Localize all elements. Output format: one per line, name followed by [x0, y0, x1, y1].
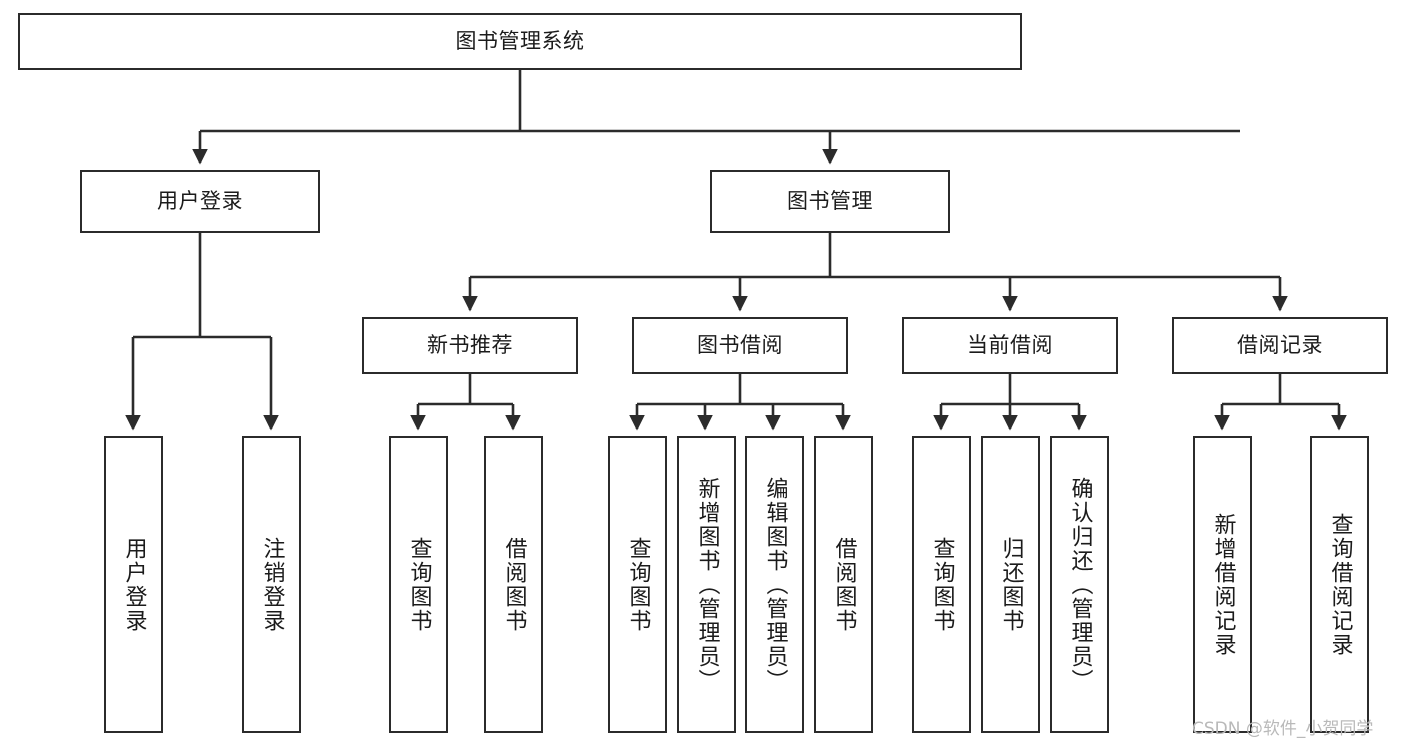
node-label: 查询图书: [929, 536, 955, 633]
node-label: 新书推荐: [427, 333, 513, 358]
node-label: 借阅记录: [1237, 333, 1323, 358]
leaf-record-add-record[interactable]: 新增借阅记录: [1193, 436, 1252, 733]
node-label: 借阅图书: [501, 536, 527, 633]
node-borrow-record[interactable]: 借阅记录: [1172, 317, 1388, 374]
leaf-record-query-record[interactable]: 查询借阅记录: [1310, 436, 1369, 733]
node-label: 图书管理系统: [455, 29, 585, 54]
node-label: 用户登录: [157, 189, 243, 214]
node-user-login[interactable]: 用户登录: [80, 170, 320, 233]
node-label: 查询图书: [625, 536, 651, 633]
node-new-book-recommend[interactable]: 新书推荐: [362, 317, 578, 374]
node-label: 图书借阅: [697, 333, 783, 358]
node-label: 当前借阅: [967, 333, 1053, 358]
leaf-current-confirm-return-admin[interactable]: 确认归还（管理员）: [1050, 436, 1109, 733]
leaf-borrow-borrow-book[interactable]: 借阅图书: [814, 436, 873, 733]
leaf-current-query-book[interactable]: 查询图书: [912, 436, 971, 733]
leaf-user-logout[interactable]: 注销登录: [242, 436, 301, 733]
node-label: 注销登录: [259, 536, 285, 633]
leaf-recommend-borrow-book[interactable]: 借阅图书: [484, 436, 543, 733]
node-label: 新增图书（管理员）: [694, 476, 720, 693]
leaf-borrow-edit-book-admin[interactable]: 编辑图书（管理员）: [745, 436, 804, 733]
csdn-watermark: CSDN @软件_小贺同学: [1192, 719, 1374, 739]
node-label: 查询图书: [406, 536, 432, 633]
node-label: 确认归还（管理员）: [1067, 476, 1093, 693]
node-current-borrow[interactable]: 当前借阅: [902, 317, 1118, 374]
node-label: 新增借阅记录: [1210, 512, 1236, 657]
node-root-system[interactable]: 图书管理系统: [18, 13, 1022, 70]
node-label: 编辑图书（管理员）: [762, 476, 788, 693]
node-label: 借阅图书: [831, 536, 857, 633]
leaf-borrow-add-book-admin[interactable]: 新增图书（管理员）: [677, 436, 736, 733]
leaf-user-login-do[interactable]: 用户登录: [104, 436, 163, 733]
leaf-recommend-query-book[interactable]: 查询图书: [389, 436, 448, 733]
node-label: 用户登录: [121, 536, 147, 633]
node-book-management[interactable]: 图书管理: [710, 170, 950, 233]
node-label: 图书管理: [787, 189, 873, 214]
node-label: 查询借阅记录: [1327, 512, 1353, 657]
leaf-borrow-query-book[interactable]: 查询图书: [608, 436, 667, 733]
node-book-borrow[interactable]: 图书借阅: [632, 317, 848, 374]
node-label: 归还图书: [998, 536, 1024, 633]
leaf-current-return-book[interactable]: 归还图书: [981, 436, 1040, 733]
